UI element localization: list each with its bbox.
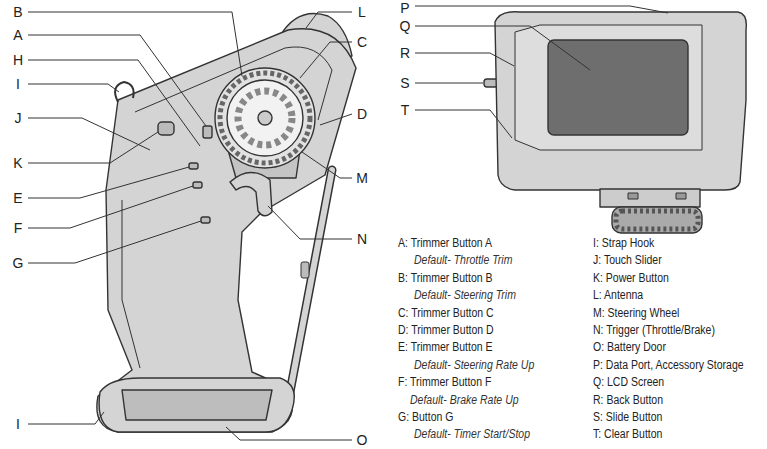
wheel-tread-pattern [616,211,698,229]
leader-line [300,42,352,78]
steering-wheel-center [258,111,272,125]
default-note: Default- Steering Rate Up [414,358,534,372]
part-description: F: Trimmer Button F [398,375,491,389]
handle-bar-face [290,170,332,392]
battery-base [99,378,294,432]
leader-line [415,26,590,70]
part-description: K: Power Button [593,271,669,285]
button-g [201,217,210,223]
part-description: M: Steering Wheel [593,306,679,320]
callout-letter: M [356,170,368,186]
callout-letter: I [16,76,20,92]
steering-wheel-grip [220,73,310,163]
handle-switch [301,262,309,278]
trigger [230,172,272,215]
leader-line [28,132,158,163]
callout-letter: F [14,220,23,236]
callout-letter: C [357,34,367,50]
part-description: A: Trimmer Button A [398,236,492,250]
callout-letter: A [13,27,22,43]
part-description: J: Touch Slider [593,253,662,267]
leader-line [415,83,483,84]
part-description: L: Antenna [593,288,643,302]
part-description: C: Trimmer Button C [398,306,494,320]
default-note: Default- Steering Trim [414,288,516,302]
mount-clip-left [628,193,638,199]
handle-bar [290,170,332,392]
part-description: I: Strap Hook [593,236,654,250]
battery-door [122,390,272,420]
steering-wheel-rim [215,68,315,168]
strap-hook [115,82,134,102]
leader-line [306,12,352,28]
screen-bezel [515,25,702,150]
part-description: B: Trimmer Button B [398,271,493,285]
top-body [495,12,746,190]
leader-line [28,221,201,263]
power-button [158,122,174,135]
leader-line [28,167,189,198]
leader-lines [28,6,668,440]
part-description: D: Trimmer Button D [398,323,494,337]
leader-line [28,35,206,126]
leader-line [415,110,512,138]
leader-line [268,206,352,239]
wheel-tread [612,207,702,233]
leader-line [226,427,352,440]
callout-letter: B [13,4,22,20]
trimmer-button-a [203,126,212,138]
part-description: E: Trimmer Button E [398,340,493,354]
callout-letter: Q [400,18,411,34]
leader-line [28,412,104,424]
callout-letter: I [16,416,20,432]
part-description: T: Clear Button [593,427,662,441]
callout-letter: L [358,4,366,20]
callout-letter: S [400,75,409,91]
steering-wheel-hub [227,80,303,156]
callout-letter: H [13,52,23,68]
callout-letter: R [400,45,410,61]
mount-base [600,189,700,207]
leader-line [415,53,514,66]
leader-line [28,118,150,150]
callout-letter: O [357,432,368,448]
trimmer-button-f [193,182,202,188]
grip-line [122,200,140,368]
leader-line [302,152,352,178]
default-note: Default- Brake Rate Up [410,393,519,407]
callout-letter: P [400,0,409,16]
part-description: Q: LCD Screen [593,375,664,389]
steering-wheel-holes [238,91,292,145]
callout-letter: K [13,155,22,171]
leader-line [320,114,352,125]
callout-letter: D [357,106,367,122]
part-description: O: Battery Door [593,340,666,354]
default-note: Default- Throttle Trim [414,253,512,267]
callout-letter: E [13,190,22,206]
part-description: P: Data Port, Accessory Storage [593,358,744,372]
trimmer-button-e [189,163,198,169]
callout-letter: N [357,231,367,247]
part-description: G: Button G [398,410,453,424]
leader-line [28,12,242,76]
mount-clip-right [676,193,686,199]
transmitter-top-view [484,12,746,233]
default-note: Default- Timer Start/Stop [414,427,530,441]
leader-line [28,84,119,92]
part-description: S: Slide Button [593,410,662,424]
transmitter-side-view [97,14,356,433]
part-description: R: Back Button [593,393,663,407]
transmitter-body [97,29,356,432]
leader-line [415,6,668,13]
part-description: N: Trigger (Throttle/Brake) [593,323,715,337]
callout-letter: T [401,102,410,118]
callout-letter: J [15,110,22,126]
callout-letter: G [13,255,24,271]
leader-line [28,186,193,228]
